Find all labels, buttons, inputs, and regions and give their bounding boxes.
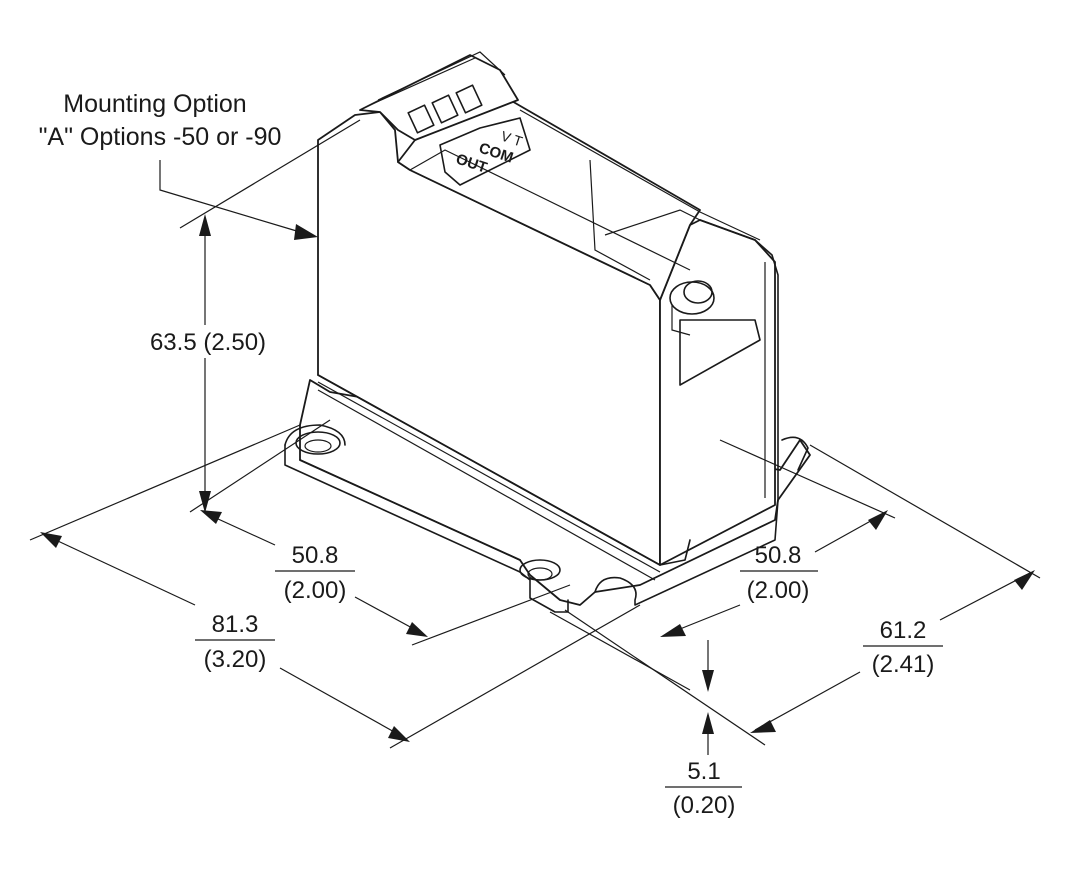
dim-height-label: 63.5 (2.50) bbox=[150, 329, 266, 356]
dim-depth-inner bbox=[200, 510, 571, 646]
terminal-label-vt: V T bbox=[499, 128, 525, 150]
dim-depth-inner-in: (2.00) bbox=[284, 577, 347, 604]
dim-depth-outer-in: (3.20) bbox=[204, 646, 267, 673]
terminal-screw-1 bbox=[407, 104, 435, 134]
dim-width-outer-mm: 61.2 bbox=[880, 617, 927, 644]
dim-base-in: (0.20) bbox=[673, 792, 736, 819]
dim-width-inner-mm: 50.8 bbox=[755, 542, 802, 569]
terminal-screw-3 bbox=[455, 84, 483, 114]
dim-height bbox=[179, 119, 361, 513]
terminal-screw-2 bbox=[431, 94, 459, 124]
dim-depth-inner-mm: 50.8 bbox=[292, 542, 339, 569]
housing-side-face bbox=[659, 219, 776, 566]
dim-base-thickness bbox=[549, 611, 714, 755]
dim-width-outer bbox=[564, 444, 1041, 746]
callout-leader bbox=[159, 160, 318, 240]
callout-line1: Mounting Option bbox=[63, 90, 246, 118]
dim-width-inner-in: (2.00) bbox=[747, 577, 810, 604]
housing bbox=[317, 51, 779, 581]
dim-base-mm: 5.1 bbox=[687, 758, 720, 785]
terminal-block bbox=[359, 54, 519, 141]
dim-width-outer-in: (2.41) bbox=[872, 651, 935, 678]
side-window bbox=[679, 319, 761, 386]
dim-depth-outer bbox=[29, 424, 641, 749]
callout-line2: "A" Options -50 or -90 bbox=[39, 123, 282, 151]
dim-depth-outer-mm: 81.3 bbox=[212, 611, 259, 638]
dim-width-inner bbox=[660, 439, 896, 637]
